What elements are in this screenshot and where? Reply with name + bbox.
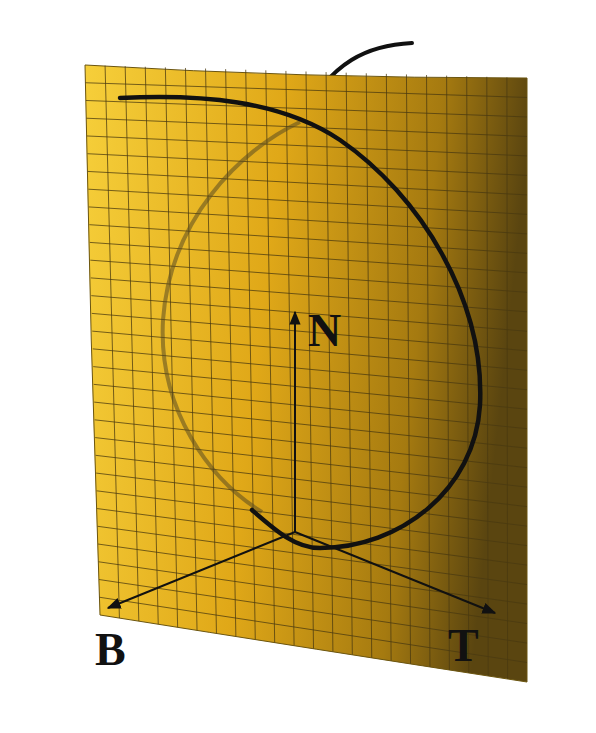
grid-line	[165, 67, 177, 627]
grid-line	[125, 66, 139, 621]
axis-label: N	[308, 308, 341, 354]
grid-line	[145, 67, 158, 624]
grid-line	[286, 71, 294, 646]
grid-line	[99, 562, 527, 624]
grid-line	[98, 526, 527, 584]
grid-line	[386, 74, 391, 661]
grid-line	[86, 100, 527, 116]
grid-line	[306, 72, 314, 649]
curve	[120, 97, 480, 548]
axis-label: T	[448, 623, 479, 669]
grid-line	[87, 154, 527, 176]
axis-label: B	[95, 627, 126, 673]
grid-line	[346, 73, 352, 655]
normal-vector	[294, 312, 296, 532]
grid-line	[93, 367, 527, 410]
grid-line	[326, 72, 333, 651]
grid-line	[206, 69, 217, 634]
grid-line	[97, 509, 527, 566]
grid-line	[105, 66, 119, 618]
osculating-plane	[85, 65, 527, 682]
grid-line	[89, 225, 527, 254]
grid-line	[88, 171, 527, 194]
grid-line	[95, 420, 527, 468]
grid-line	[98, 544, 527, 604]
curve-behind	[163, 122, 300, 512]
grid-line	[87, 136, 527, 156]
binormal-vector	[108, 532, 295, 608]
grid-line	[93, 349, 527, 390]
grid-line	[406, 74, 410, 663]
grid-line	[94, 402, 527, 448]
grid-line	[185, 68, 197, 630]
grid-line	[90, 242, 527, 272]
grid-line	[90, 260, 527, 292]
grid-line	[226, 69, 236, 636]
grid-line	[94, 384, 527, 428]
grid-line	[447, 76, 450, 670]
grid-line	[97, 491, 527, 546]
grid-line	[487, 77, 488, 676]
plane-grid	[85, 66, 527, 679]
grid-line	[89, 207, 527, 234]
grid-line	[467, 76, 469, 673]
tangent-vector	[295, 532, 495, 613]
grid-line	[506, 77, 508, 679]
grid-line	[266, 70, 275, 642]
grid-line	[427, 75, 430, 667]
